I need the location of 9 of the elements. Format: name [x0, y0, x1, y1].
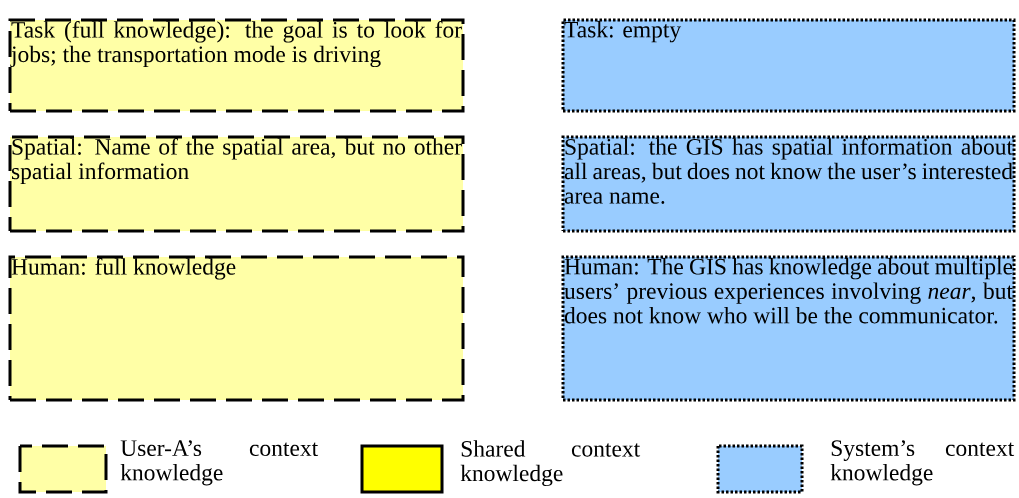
legend-label: User-A’s context knowledge — [120, 440, 319, 486]
legend-label: System’s context knowledge — [830, 440, 1015, 486]
legend-label: Shared context knowledge — [460, 440, 641, 487]
context-box: Spatial: Name of the spatial area, but no other spatial information — [8, 135, 465, 233]
context-box: Human: The GIS has knowledge about multiple users’ previous experiences involving near, but does not know who will be the communicator. — [561, 255, 1016, 402]
context-box: Task: empty — [561, 18, 1016, 113]
context-box: Spatial: the GIS has spatial information about all areas, but does not know the user’s interested area name. — [561, 135, 1016, 233]
context-box: Task (full knowledge): the goal is to look for jobs; the transportation mode is driving — [8, 18, 465, 113]
context-box: Human: full knowledge — [8, 255, 465, 402]
